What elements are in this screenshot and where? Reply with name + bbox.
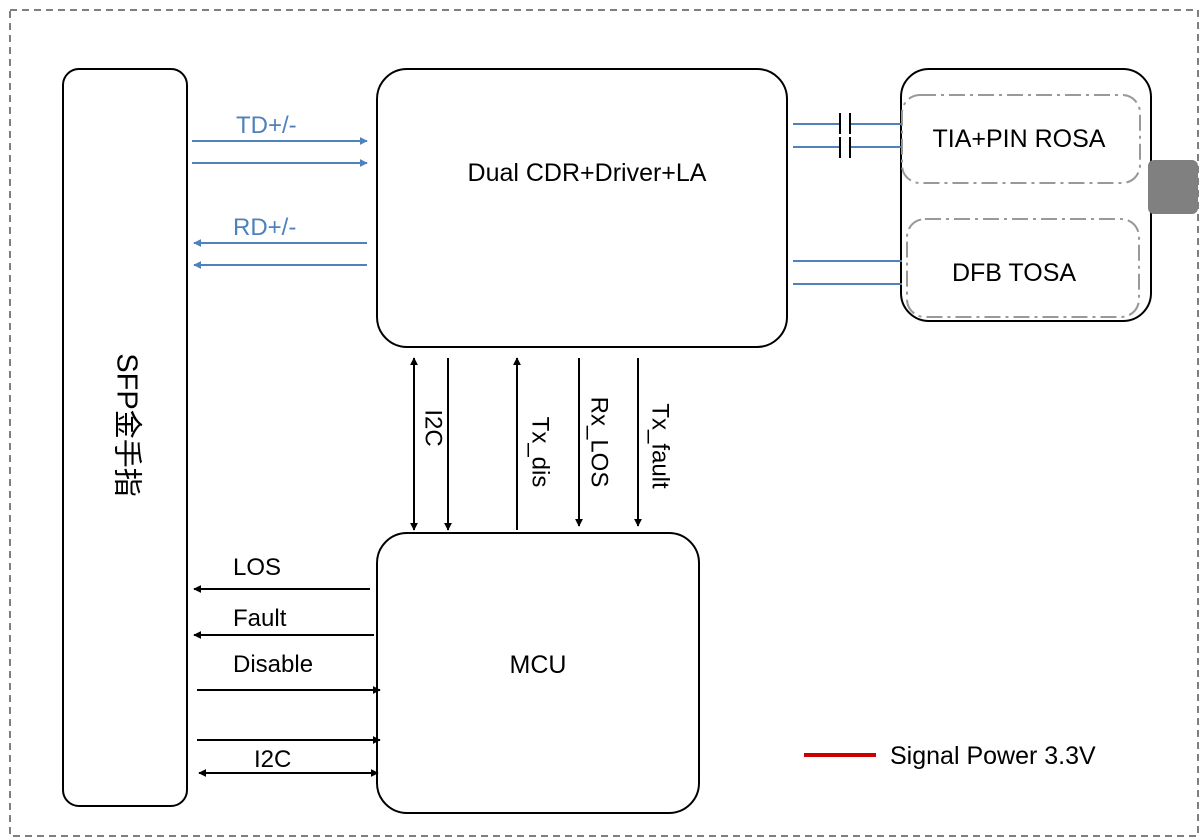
tosa-label: DFB TOSA: [952, 259, 1076, 287]
rd-label: RD+/-: [233, 214, 296, 241]
disable-label: Disable: [233, 651, 313, 678]
coupling-capacitor-symbols: [839, 113, 851, 158]
tx-fault-label: Tx_fault: [647, 403, 674, 489]
tosa-drive-lines: [793, 260, 902, 285]
mcu-block: [376, 532, 700, 814]
rx-los-label: Rx_LOS: [586, 397, 613, 488]
legend-label: Signal Power 3.3V: [890, 742, 1096, 770]
rosa-block: [901, 94, 1141, 184]
i2c-vertical-label: I2C: [420, 409, 447, 446]
tx-dis-label: Tx_dis: [527, 417, 554, 488]
optical-connector-tab: [1148, 160, 1198, 214]
los-label: LOS: [233, 554, 281, 581]
mcu-label: MCU: [510, 651, 567, 679]
rosa-label: TIA+PIN ROSA: [933, 125, 1106, 153]
rosa-coupling-lines: [793, 123, 902, 148]
outer-frame: [9, 9, 1199, 837]
i2c-label: I2C: [254, 746, 291, 773]
sfp-connector-label: SFP金手指: [110, 353, 143, 496]
fault-label: Fault: [233, 605, 287, 632]
cdr-block: [376, 68, 788, 348]
cdr-block-label: Dual CDR+Driver+LA: [468, 159, 707, 187]
tosa-block: [906, 218, 1140, 318]
td-label: TD+/-: [236, 112, 297, 139]
sfp-connector-block: [62, 68, 188, 807]
